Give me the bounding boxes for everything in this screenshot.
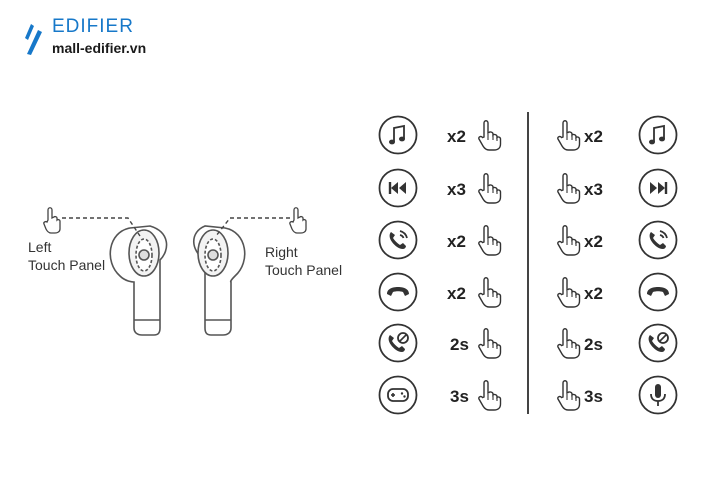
music-note-icon [378, 115, 418, 155]
tap-hand-icon [555, 379, 581, 411]
tap-hand-icon [476, 327, 502, 359]
brand-name: EDIFIER [52, 16, 134, 37]
tap-hand-icon [555, 172, 581, 204]
tap-hand-icon [476, 379, 502, 411]
answer-call-icon [638, 220, 678, 260]
next-track-icon [638, 168, 678, 208]
left-gesture-label: 2s [450, 335, 469, 354]
hang-up-icon [378, 272, 418, 312]
previous-track-icon [378, 168, 418, 208]
earbuds-illustration [43, 207, 307, 336]
left-touch-panel-label: Left Touch Panel [28, 238, 105, 274]
right-touch-panel-label: Right Touch Panel [265, 243, 342, 279]
left-gesture-label: 3s [450, 387, 469, 406]
hang-up-icon [638, 272, 678, 312]
right-gesture-label: 3s [584, 387, 603, 406]
brand-header: EDIFIER mall-edifier.vn [22, 14, 212, 64]
tap-hand-icon [555, 224, 581, 256]
left-leader-line [62, 217, 141, 237]
tap-hand-icon [555, 119, 581, 151]
column-divider [527, 112, 529, 414]
right-leader-line [215, 217, 290, 237]
left-gesture-label: x2 [447, 232, 466, 251]
right-small-hand-icon [289, 207, 307, 234]
right-label-line2: Touch Panel [265, 262, 343, 278]
tap-hand-icon [555, 276, 581, 308]
tap-hand-icon [476, 224, 502, 256]
game-mode-icon [378, 375, 418, 415]
left-gesture-label: x3 [447, 180, 466, 199]
edifier-logo-icon [25, 24, 42, 55]
answer-call-icon [378, 220, 418, 260]
left-label-line2: Touch Panel [28, 257, 106, 273]
reject-call-icon [638, 323, 678, 363]
right-gesture-label: x2 [584, 127, 603, 146]
tap-hand-icon [555, 327, 581, 359]
tap-hand-icon [476, 172, 502, 204]
right-gesture-label: 2s [584, 335, 603, 354]
right-gesture-label: x2 [584, 232, 603, 251]
right-earbud [192, 225, 246, 336]
music-note-icon [638, 115, 678, 155]
left-gesture-label: x2 [447, 127, 466, 146]
tap-hand-icon [476, 119, 502, 151]
tap-hand-icon [476, 276, 502, 308]
left-small-hand-icon [43, 207, 61, 234]
right-gesture-label: x3 [584, 180, 603, 199]
left-gesture-label: x2 [447, 284, 466, 303]
brand-url: mall-edifier.vn [52, 40, 147, 56]
right-gesture-label: x2 [584, 284, 603, 303]
microphone-icon [638, 375, 678, 415]
right-label-line1: Right [265, 244, 298, 260]
left-earbud [109, 225, 168, 336]
left-label-line1: Left [28, 239, 52, 255]
reject-call-icon [378, 323, 418, 363]
